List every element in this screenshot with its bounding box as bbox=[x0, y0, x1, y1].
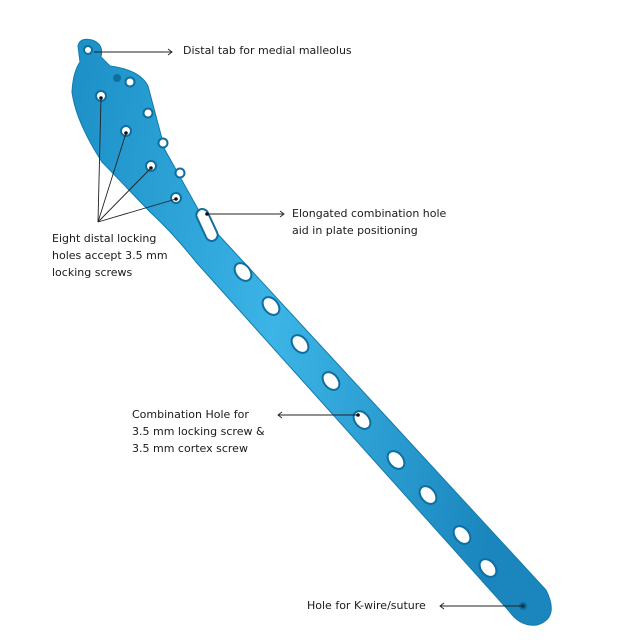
label-locking-holes: Eight distal locking holes accept 3.5 mm… bbox=[52, 230, 168, 281]
label-line: locking screws bbox=[52, 266, 133, 279]
label-line: holes accept 3.5 mm bbox=[52, 249, 168, 262]
leader-lines bbox=[94, 48, 523, 610]
label-line: Elongated combination hole bbox=[292, 207, 447, 220]
label-distal-tab: Distal tab for medial malleolus bbox=[183, 44, 352, 57]
label-line: Eight distal locking bbox=[52, 232, 157, 245]
label-line: Combination Hole for bbox=[132, 408, 249, 421]
label-line: 3.5 mm locking screw & bbox=[132, 425, 265, 438]
label-line: 3.5 mm cortex screw bbox=[132, 442, 248, 455]
plate-body bbox=[71, 38, 552, 626]
label-kwire-hole: Hole for K-wire/suture bbox=[307, 599, 426, 612]
label-line: aid in plate positioning bbox=[292, 224, 418, 237]
label-elongated-hole: Elongated combination hole aid in plate … bbox=[292, 205, 446, 239]
label-combination-hole: Combination Hole for 3.5 mm locking scre… bbox=[132, 406, 265, 457]
